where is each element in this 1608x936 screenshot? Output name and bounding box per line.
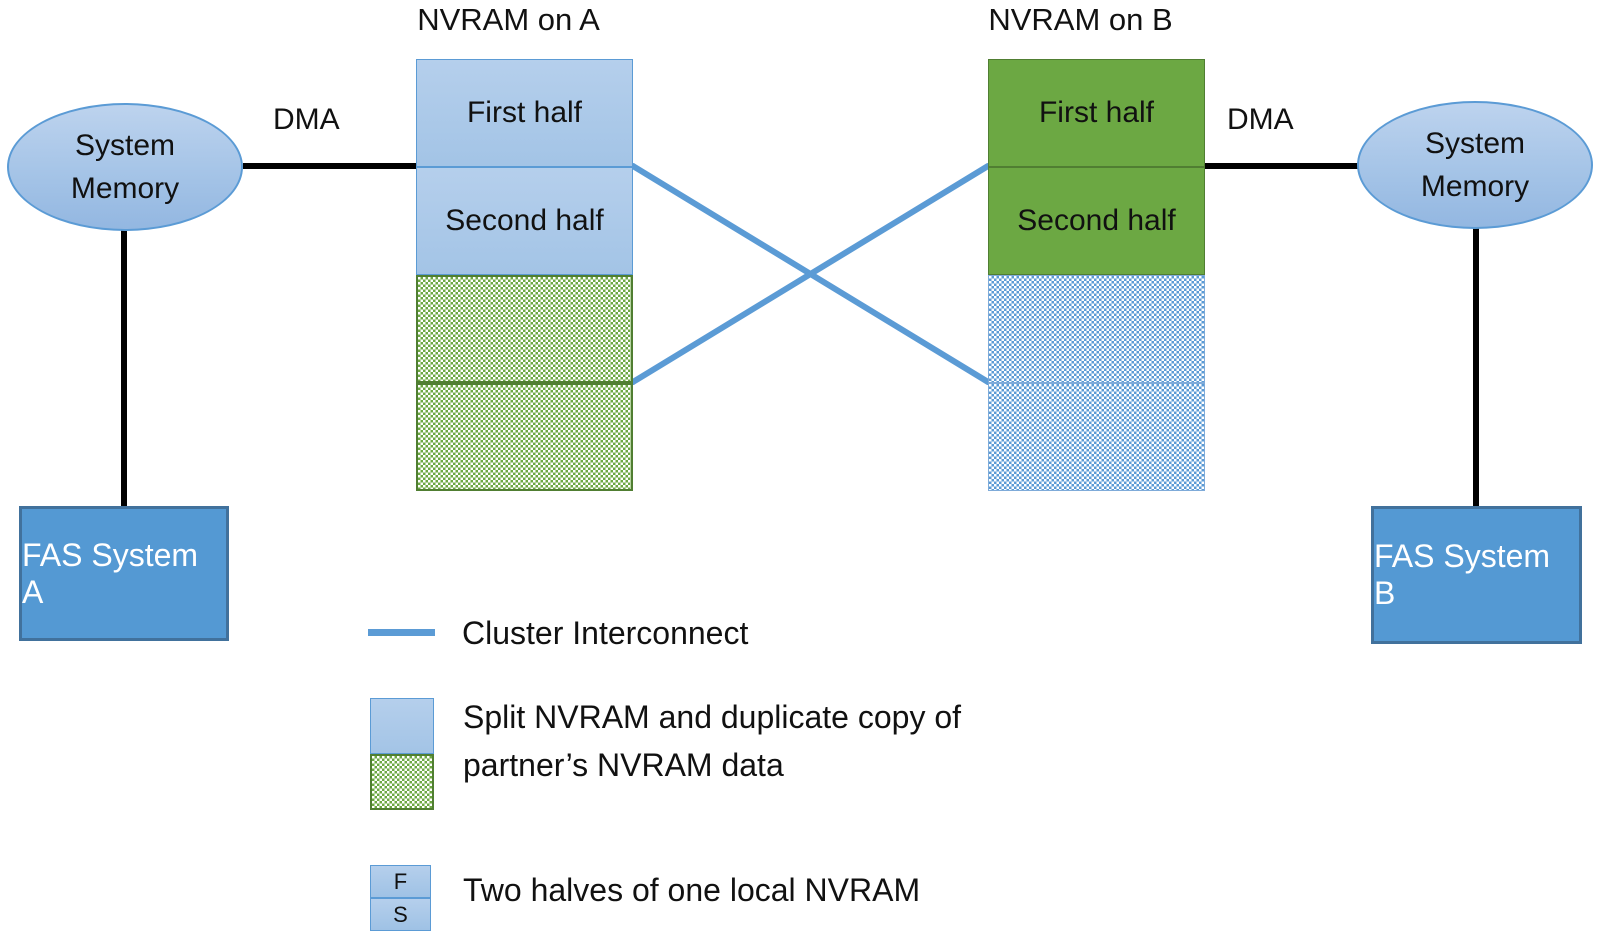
- system-memory-a-line1: System: [74, 129, 176, 162]
- legend-first-half-cell: F: [370, 865, 431, 898]
- nvram-a-partner-copy-cell-2: [416, 383, 633, 491]
- legend-split-nvram-label-line1: Split NVRAM and duplicate copy of: [463, 699, 962, 735]
- system-memory-b: System Memory: [1357, 101, 1593, 229]
- legend-two-halves-label: Two halves of one local NVRAM: [463, 872, 921, 908]
- legend-split-nvram-blue-swatch: [370, 698, 434, 754]
- dma-connector-b: [1205, 163, 1358, 169]
- legend-cluster-interconnect-label: Cluster Interconnect: [462, 615, 749, 651]
- system-memory-b-line2: Memory: [1420, 170, 1530, 203]
- dma-connector-a: [243, 163, 416, 169]
- legend-second-half-cell: S: [370, 898, 431, 931]
- fas-system-b-box: FAS System B: [1371, 506, 1582, 644]
- system-memory-a-line2: Memory: [70, 172, 180, 205]
- memory-to-fas-b-connector: [1473, 225, 1479, 506]
- nvram-a-partner-copy-cell-1: [416, 275, 633, 383]
- nvram-b-first-half-cell: First half: [988, 59, 1205, 167]
- nvram-b-partner-copy-cell-2: [988, 383, 1205, 491]
- legend-split-nvram-green-swatch: [370, 754, 434, 810]
- dma-label-a: DMA: [273, 103, 340, 136]
- interconnect-line-b-to-a: [630, 163, 991, 385]
- nvram-a-title: NVRAM on A: [417, 2, 600, 37]
- nvram-a-second-half-cell: Second half: [416, 167, 633, 275]
- memory-to-fas-a-connector: [121, 228, 127, 507]
- nvram-b-stack: First half Second half: [988, 59, 1205, 491]
- fas-system-a-box: FAS System A: [19, 506, 229, 641]
- interconnect-line-a-to-b: [630, 163, 991, 385]
- nvram-a-first-half-cell: First half: [416, 59, 633, 167]
- legend-cluster-interconnect-swatch: [368, 629, 435, 636]
- nvram-b-second-half-cell: Second half: [988, 167, 1205, 275]
- system-memory-b-line1: System: [1424, 127, 1526, 160]
- legend-split-nvram-label-line2: partner’s NVRAM data: [463, 747, 784, 783]
- system-memory-a: System Memory: [7, 103, 243, 231]
- nvram-a-stack: First half Second half: [416, 59, 633, 491]
- dma-label-b: DMA: [1227, 103, 1294, 136]
- nvram-b-title: NVRAM on B: [988, 2, 1173, 37]
- nvram-b-partner-copy-cell-1: [988, 275, 1205, 383]
